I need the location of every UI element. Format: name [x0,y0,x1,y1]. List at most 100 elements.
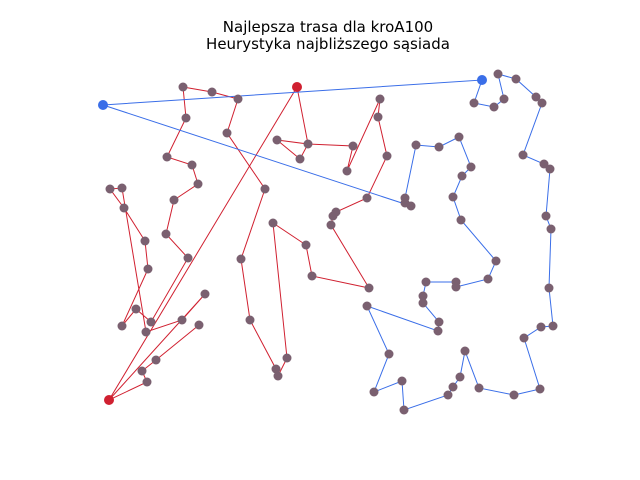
city-point [489,102,499,112]
blue-start-point [477,75,487,85]
city-point [273,371,283,381]
city-point [536,322,546,332]
city-point [537,98,547,108]
city-point [454,132,464,142]
city-point [282,353,292,363]
city-point [539,159,549,169]
city-point [448,382,458,392]
city-point [193,179,203,189]
city-point [187,160,197,170]
city-point [146,317,156,327]
city-point [326,220,336,230]
city-point [511,74,521,84]
city-point [105,184,115,194]
city-point [509,390,519,400]
city-point [260,184,270,194]
city-point [169,195,179,205]
city-point [548,321,558,331]
city-point [161,229,171,239]
city-point [406,201,416,211]
city-point [491,256,501,266]
route-lines [102,73,554,411]
city-point [143,264,153,274]
city-point [117,321,127,331]
city-point [301,240,311,250]
city-point [245,315,255,325]
city-point [362,301,372,311]
city-point [535,384,545,394]
city-point [271,364,281,374]
city-point [531,92,541,102]
chart-subtitle: Heurystyka najbliższego sąsiada [206,35,450,53]
city-point [117,183,127,193]
city-point [373,112,383,122]
city-point [375,94,385,104]
city-point [137,366,147,376]
city-point [151,355,161,365]
city-point [369,387,379,397]
city-point [545,164,555,174]
city-point [181,113,191,123]
city-point [140,236,150,246]
start-points [98,75,487,405]
city-point [433,326,443,336]
city-point [331,207,341,217]
city-point [384,349,394,359]
red-start-point [292,82,302,92]
city-point [519,333,529,343]
city-point [177,315,187,325]
city-point [268,218,278,228]
city-point [544,283,554,293]
city-point [443,390,453,400]
city-point [460,346,470,356]
city-point [448,192,458,202]
city-point [483,274,493,284]
city-point [474,383,484,393]
red-route-line [107,85,388,402]
city-point [272,135,282,145]
city-point [233,94,243,104]
red-start-point [104,395,114,405]
city-point [236,254,246,264]
city-point [451,282,461,292]
city-point [493,69,503,79]
city-point [397,376,407,386]
city-point [456,215,466,225]
city-point [434,317,444,327]
city-point [466,162,476,172]
city-point [362,193,372,203]
blue-start-point [98,100,108,110]
city-point [541,211,551,221]
city-point [200,289,210,299]
city-point [183,253,193,263]
city-point [499,94,509,104]
city-point [469,98,479,108]
city-point [303,139,313,149]
city-point [119,203,129,213]
city-point [411,140,421,150]
city-point [364,283,374,293]
city-point [418,298,428,308]
city-point [342,166,352,176]
city-point [307,271,317,281]
city-point [382,151,392,161]
city-point [434,142,444,152]
city-point [178,82,188,92]
city-point [421,277,431,287]
city-points [98,69,558,415]
city-point [546,224,556,234]
city-point [399,405,409,415]
city-point [131,304,141,314]
city-point [418,291,428,301]
city-point [207,87,217,97]
city-point [295,154,305,164]
city-point [141,327,151,337]
city-point [142,377,152,387]
city-point [194,320,204,330]
city-point [457,171,467,181]
chart-title: Najlepsza trasa dla kroA100 [223,18,433,36]
city-point [222,128,232,138]
city-point [518,150,528,160]
city-point [162,152,172,162]
